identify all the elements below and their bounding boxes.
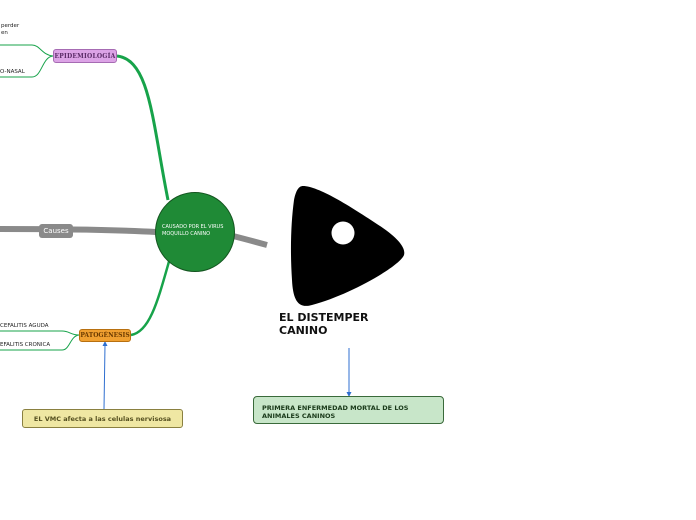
central-topic-label: CAUSADO POR EL VIRUS MOQUILLO CANINO <box>162 224 224 237</box>
primera-enfermedad-node[interactable]: PRIMERA ENFERMEDAD MORTAL DE LOS ANIMALE… <box>253 396 444 424</box>
epi-leaf-bottom: O-NASAL <box>0 69 25 75</box>
main-title[interactable]: EL DISTEMPER CANINO <box>279 311 369 337</box>
guitar-pick-icon <box>290 186 405 306</box>
epi-leaf-top-connector <box>0 44 54 57</box>
causes-node[interactable]: Causes <box>39 224 73 238</box>
central-topic[interactable]: CAUSADO POR EL VIRUS MOQUILLO CANINO <box>155 192 235 272</box>
epi-leaf-bottom-connector <box>0 55 54 78</box>
vmc-node[interactable]: EL VMC afecta a las celulas nervisosa <box>22 409 183 428</box>
patogenesis-node[interactable]: PATOGÉNESIS <box>79 329 131 342</box>
epidemiologia-branch <box>116 54 170 201</box>
causes-branch <box>0 226 159 235</box>
pato-leaf-bottom-connector <box>0 334 80 351</box>
epidemiologia-node[interactable]: EPIDEMIOLOGÍA <box>53 49 117 63</box>
pato-leaf-bottom: EFALITIS CRONICA <box>0 342 51 348</box>
pick-hole <box>331 221 355 245</box>
right-branch <box>232 233 268 248</box>
primera-enfermedad-label: PRIMERA ENFERMEDAD MORTAL DE LOS ANIMALE… <box>262 404 409 420</box>
vmc-arrow <box>103 344 106 410</box>
title-arrowhead <box>346 392 352 397</box>
epi-leaf-top-line1: perder <box>1 23 20 29</box>
pato-leaf-top-connector <box>0 330 80 336</box>
patogenesis-branch <box>130 257 172 337</box>
epi-leaf-top-line2: en <box>1 30 8 36</box>
pato-leaf-top: CEFALITIS AGUDA <box>0 323 49 329</box>
vmc-arrowhead <box>102 341 108 346</box>
